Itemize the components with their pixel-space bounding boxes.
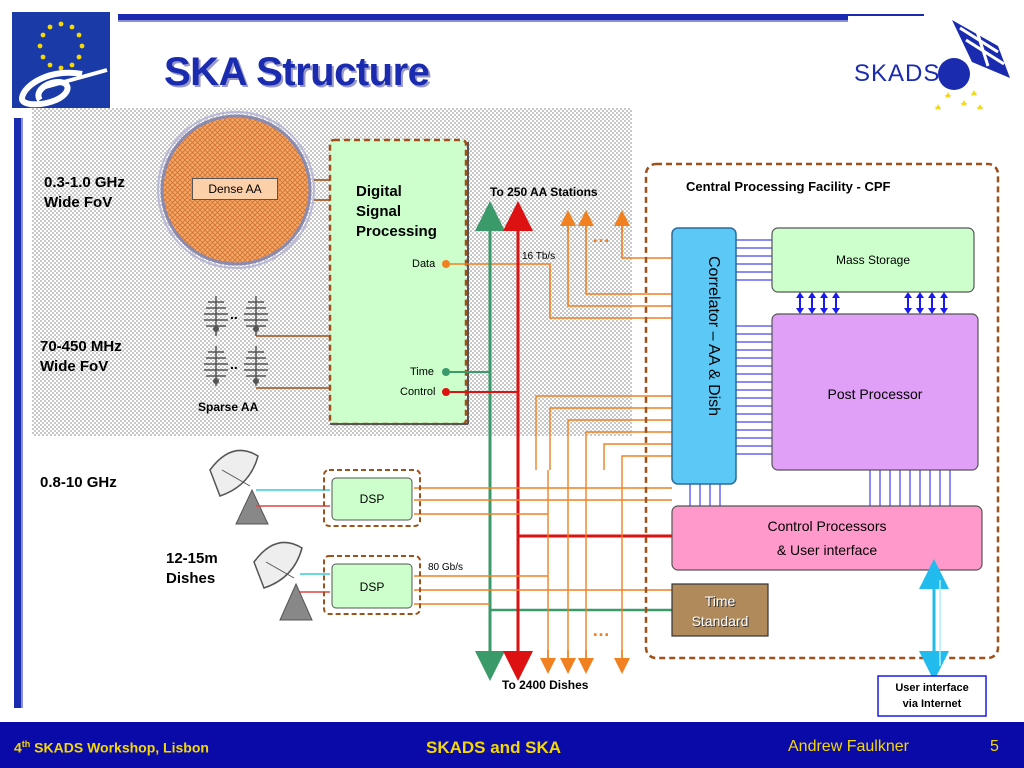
user-interface-box — [877, 675, 987, 717]
user-interface-label-1: User interface — [895, 681, 969, 694]
to-dishes-label: To 2400 Dishes — [502, 678, 589, 692]
band1-fov-label: Wide FoV — [44, 194, 113, 211]
dishes-label-1: 12-15m — [166, 550, 218, 567]
time-standard-label-2: Standard — [691, 613, 749, 629]
footer-bar — [0, 722, 1024, 768]
footer-page-number: 5 — [990, 738, 999, 755]
dense-aa-label: Dense AA — [192, 178, 278, 200]
ellipsis-top: … — [592, 226, 610, 246]
footer-workshop: 4th SKADS Workshop, Lisbon — [14, 739, 209, 756]
time-standard-label-1: Time — [704, 593, 736, 609]
band3-freq-label: 0.8-10 GHz — [40, 474, 117, 491]
sparse-aa-label: Sparse AA — [198, 400, 259, 414]
mass-storage-box — [771, 227, 975, 293]
dsp-label-2: DSP — [359, 580, 385, 594]
time-port — [442, 368, 450, 376]
dsp-box-1 — [331, 477, 413, 521]
band2-fov-label: Wide FoV — [40, 358, 109, 375]
footer-workshop-suffix: th — [21, 739, 31, 749]
dsp-title-1: Digital — [356, 183, 402, 200]
post-processor-label: Post Processor — [827, 386, 923, 402]
skads-logo-text: SKADS — [854, 60, 941, 87]
dsp-label-1: DSP — [359, 492, 385, 506]
footer-workshop-text: SKADS Workshop, Lisbon — [30, 739, 209, 756]
dsp-title-2: Signal — [356, 203, 402, 220]
skads-logo: SKADS — [848, 16, 1016, 124]
control-processors-label-2: & User interface — [776, 542, 878, 558]
rate-16tbs-label: 16 Tb/s — [522, 251, 556, 262]
port-time-label: Time — [410, 366, 435, 378]
dishes-label-2: Dishes — [166, 570, 216, 587]
page-title: SKA Structure — [164, 50, 430, 94]
control-port — [442, 388, 450, 396]
user-interface-label-2: via Internet — [902, 697, 962, 710]
cpf-boundary — [644, 162, 1000, 660]
footer-center-title: SKADS and SKA — [426, 738, 562, 757]
band1-freq-label: 0.3-1.0 GHz — [44, 174, 125, 191]
control-processors-box — [671, 505, 983, 571]
sparse-dots-1: .. — [230, 306, 238, 322]
port-data-label: Data — [412, 258, 436, 270]
control-processors-label-1: Control Processors — [767, 518, 887, 534]
correlator-label: Correlator – AA & Dish — [705, 256, 722, 417]
dish-antenna-2 — [253, 541, 313, 621]
eu-fp6-logo — [12, 12, 110, 108]
data-port — [442, 260, 450, 268]
top-accent-bar — [118, 14, 924, 22]
band2-freq-label: 70-450 MHz — [40, 338, 122, 355]
left-accent-bar — [14, 118, 23, 708]
time-standard-box — [671, 583, 769, 637]
footer-author: Andrew Faulkner — [788, 738, 909, 755]
sparse-dots-2: .. — [230, 356, 238, 372]
dsp-title-3: Processing — [356, 223, 437, 240]
rate-80gbs-label: 80 Gb/s — [428, 562, 464, 573]
correlator-box — [671, 227, 737, 485]
port-control-label: Control — [400, 386, 436, 398]
mass-storage-label: Mass Storage — [835, 253, 911, 267]
cpf-title: Central Processing Facility - CPF — [686, 179, 891, 194]
dish-antenna-1 — [209, 449, 269, 525]
to-aa-stations-label: To 250 AA Stations — [490, 185, 598, 199]
footer-workshop-number: 4 — [14, 739, 22, 756]
post-processor-box — [771, 313, 979, 471]
ska-structure-diagram — [32, 108, 1000, 717]
dsp-box-2 — [331, 563, 413, 609]
ellipsis-bottom: … — [592, 620, 610, 640]
